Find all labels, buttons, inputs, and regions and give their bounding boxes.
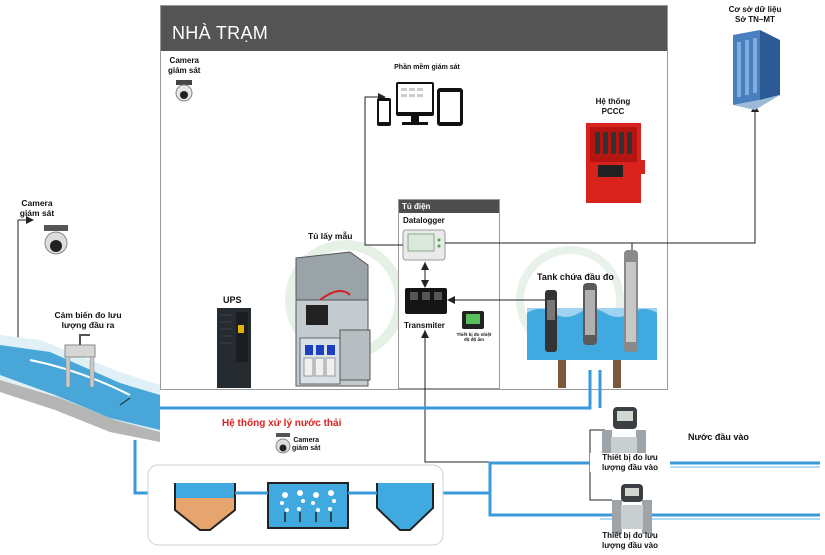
outdoor-camera-label: Camera giám sát [12, 198, 62, 218]
label-line: Thiết bị đo nhiệt [456, 332, 492, 337]
treatment-camera-label: Camera giám sát [292, 437, 320, 454]
arrow-to-database [751, 104, 759, 112]
watermark-logo [285, 240, 405, 360]
label-line: Thiết bị đo lưu [602, 531, 658, 540]
tank-label: Tank chứa đầu đo [537, 272, 614, 282]
inflow-label: Nước đầu vào [688, 432, 749, 442]
label-line: lượng đầu ra [61, 320, 115, 331]
treatment-tank-sedimentation [174, 483, 236, 531]
river-bank [0, 380, 160, 442]
database-label: Cơ sở dữ liệu Sở TN–MT [705, 5, 805, 24]
inflow-meter-1-label: Thiết bị đo lưu lượng đầu vào [590, 453, 670, 473]
label-line: Thiết bị đo lưu [602, 453, 658, 462]
water-ripple [29, 359, 131, 396]
label-line: Hệ thống [595, 97, 631, 106]
inflow-meter-2-label: Thiết bị đo lưu lượng đầu vào [590, 531, 670, 550]
flow-arrow [119, 397, 131, 406]
label-line: Camera [293, 437, 320, 444]
label-line: Camera [169, 56, 199, 65]
arrow-to-camera [26, 216, 34, 224]
label-line: giám sát [168, 65, 201, 75]
pipe-outflow [160, 370, 592, 410]
label-line: Cơ sở dữ liệu [728, 5, 782, 14]
aeration-bubbles [280, 490, 336, 512]
label-line: lượng đầu vào [602, 462, 658, 472]
line-datalogger-software [364, 96, 403, 246]
datalogger-label: Datalogger [403, 216, 445, 225]
station-camera-label: Camera giám sát [168, 56, 200, 75]
software-label: Phần mềm giám sát [394, 64, 460, 71]
arrow-to-software [378, 93, 386, 101]
line-datalogger-database [445, 112, 756, 244]
pipe-inflow-bottom [488, 493, 820, 517]
label-line: giám sát [292, 445, 321, 453]
label-line: Sở TN–MT [735, 14, 775, 24]
treatment-title: Hệ thống xử lý nước thải [222, 418, 342, 429]
ups-label: UPS [223, 295, 242, 305]
fire-system-label: Hệ thống PCCC [588, 97, 638, 116]
label-line: PCCC [601, 106, 625, 116]
label-line: giám sát [19, 208, 55, 219]
label-line: Cảm biến đo lưu [54, 310, 122, 320]
temp-humidity-label: Thiết bị đo nhiệt độ độ ẩm [455, 332, 493, 343]
sensor-probes [545, 250, 638, 352]
label-line: lượng đầu vào [602, 540, 658, 550]
electrical-cabinet: Tủ điện [398, 199, 500, 389]
sampler-label: Tủ lấy mẫu [308, 231, 353, 241]
line-transmitter-meter2 [589, 462, 612, 501]
outflow-sensor-label: Cảm biến đo lưu lượng đầu ra [43, 310, 133, 330]
treatment-tank-clarifier [376, 483, 434, 531]
outflow-sensor-device [64, 334, 96, 388]
station-header: NHÀ TRẠM [161, 6, 667, 51]
label-line: độ độ ẩm [464, 337, 484, 343]
label-line: Camera [21, 198, 53, 208]
aeration-diffusers [284, 512, 332, 522]
treatment-tank-aeration [267, 482, 349, 529]
station-title: NHÀ TRẠM [172, 23, 269, 43]
transmitter-label: Transmiter [404, 321, 445, 330]
river-water [0, 345, 160, 430]
cabinet-title: Tủ điện [399, 200, 499, 213]
